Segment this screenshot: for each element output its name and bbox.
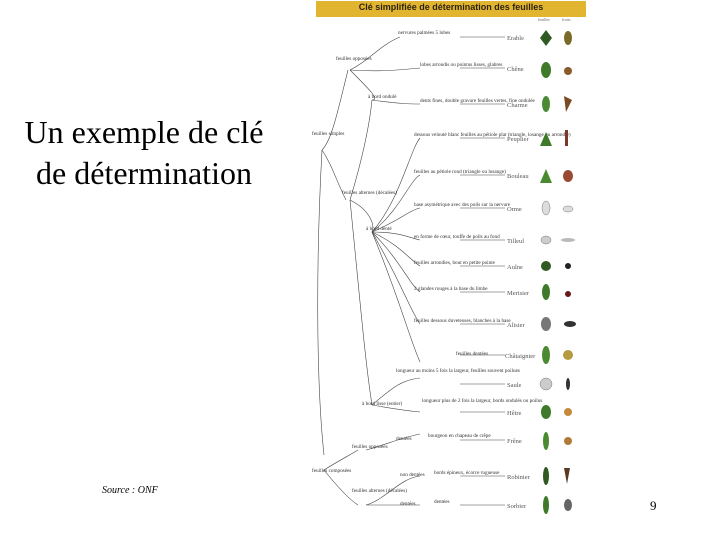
key-text-chataignier: feuilles dentées [456,350,488,357]
node-compound-leaves: feuilles composées [312,467,351,474]
fruit-icon-sorbier [564,499,572,511]
fruit-icon-robinier [564,468,570,484]
key-text-erable: nervures palmées 5 lobes [398,30,450,36]
fruit-icon-orme [562,205,574,213]
figure-title: Clé simplifiée de détermination des feui… [358,2,544,12]
fruit-icon-merisier [565,291,571,297]
key-text-charme: dents fines, double gravure feuilles ver… [420,97,536,104]
key-text-bouleau: feuilles au pétiole rond (triangle ou lo… [414,168,506,175]
key-text-aulne: feuilles arrondies, bout en petite point… [414,259,496,266]
fruit-icon-charme [564,96,572,112]
species-tilleul: Tilleul [507,238,524,245]
species-bouleau: Bouleau [507,173,529,180]
species-merisier: Merisier [507,290,530,297]
fruit-icon-bouleau [563,170,573,182]
fruit-icon-peuplier [565,130,568,146]
tree-lines [317,36,505,506]
node-compound-alternate: feuilles alternes (décalées) [352,487,407,494]
node-serrated: à bord denté [366,226,392,232]
label-dentees: dentées [396,436,412,442]
leaf-icon-orme [541,200,551,216]
species-orme: Orme [507,206,522,213]
species-chataignier: Châtaignier [505,353,536,360]
node-compound-opposed: feuilles opposées [352,443,388,450]
node-wavy: à bord ondulé [368,94,397,100]
leaf-icon-hetre [541,405,551,419]
key-text-frene: bourgeon en chapeau de crêpe [428,433,491,439]
fruit-icon-frene [564,437,572,445]
species-peuplier: Peuplier [507,136,529,143]
leaf-icon-chene [541,62,551,78]
page-number: 9 [650,498,657,513]
species-frene: Frêne [507,438,522,445]
key-text-alisier: feuilles dessous duveteuses, blanches à … [414,317,511,324]
species-charme: Charme [507,102,528,109]
fruit-icon-chene [564,67,572,75]
species-hetre: Hêtre [507,410,522,417]
species-robinier: Robinier [507,474,531,481]
species-sorbier: Sorbier [507,503,527,510]
leaf-icon-peuplier [540,132,552,146]
leaf-icon-frene [543,432,549,450]
key-text-merisier: 2 glandes rouges à la base du limbe [414,286,488,292]
species-aulne: Aulne [507,264,523,271]
key-text-orme: base asymétrique avec des poils sur la n… [414,202,511,208]
fruit-icon-alisier [564,321,576,327]
leaf-fruit-icons [539,30,576,514]
leaf-icon-charme [542,96,550,112]
node-simple-leaves: feuilles simples [312,130,344,137]
label-non-dentees: non dentées [400,472,425,478]
node-alternate-leaves: feuilles alternes (décalées) [342,189,397,196]
species-erable: Erable [507,35,524,42]
leaf-icon-aulne [541,261,551,271]
key-text-tilleul: en forme de cœur, touffe de poils au fon… [414,233,500,240]
figure-title-bar [316,1,586,17]
col-header-leaves: feuilles [538,17,550,22]
leaf-icon-chataignier [542,346,550,364]
key-text-chene: lobes arrondis ou pointus lisses, glabre… [420,62,502,68]
key-text-robinier: bords épineux, écorce rugueuse [434,470,500,476]
source-caption: Source : ONF [102,485,158,496]
fruit-icon-erable [564,31,572,45]
key-text-peuplier: dessous velouté blanc feuilles au pétiol… [414,131,571,138]
leaf-icon-robinier [543,467,549,485]
leaf-icon-sorbier [543,496,549,514]
leaf-icon-bouleau [540,169,552,183]
key-text-hetre: longueur plus de 2 fois la largeur, bord… [422,397,542,404]
fruit-icon-hetre [564,408,572,416]
leaf-icon-saule [539,377,553,391]
leaf-icon-erable [540,30,552,46]
col-header-fruits: fruits [562,17,571,22]
fruit-icon-saule [566,378,570,390]
slide-title: Un exemple de clé de détermination [24,114,264,191]
label-dentees-2: dentées [400,501,416,507]
node-opposed-leaves: feuilles opposées [336,55,372,62]
determination-key-figure: Clé simplifiée de détermination des feui… [310,0,586,540]
leaf-icon-merisier [542,284,550,300]
species-alisier: Alisier [507,322,526,329]
leaf-icon-tilleul [540,235,552,245]
key-text-saule: longueur au moins 5 fois la largeur, feu… [396,367,520,374]
species-saule: Saule [507,382,522,389]
key-text-sorbier: dentées [434,499,450,505]
fruit-icon-aulne [565,263,571,269]
species-chene: Chêne [507,66,524,73]
fruit-icon-chataignier [563,350,573,360]
fruit-icon-tilleul [561,238,575,242]
node-smooth-edge: à bord lisse (entier) [362,400,402,407]
leaf-icon-alisier [541,317,551,331]
key-tree-diagram: feuilles fruits [312,17,576,514]
